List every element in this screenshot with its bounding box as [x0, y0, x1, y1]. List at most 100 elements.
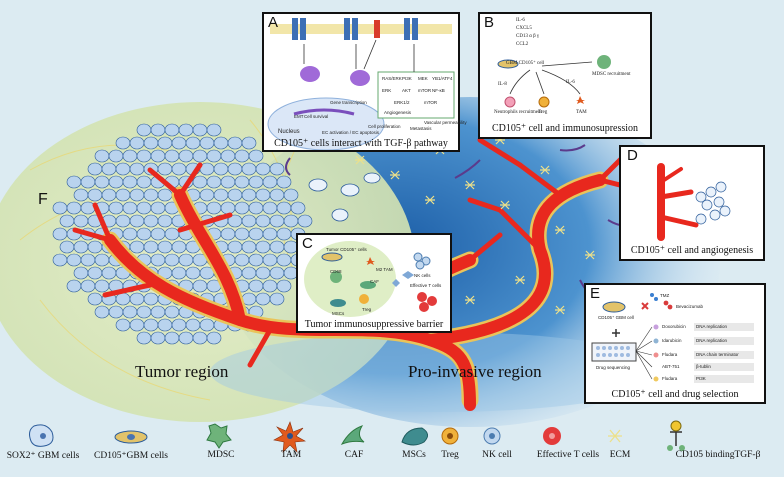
tumor-cell	[150, 253, 166, 267]
tumor-cell	[115, 188, 131, 202]
tumor-cell	[248, 175, 264, 189]
tumor-cell	[94, 279, 110, 293]
panel-c-title: Tumor immunosuppressive barrier	[304, 319, 444, 330]
tumor-cell	[220, 201, 236, 215]
effect-1: DNA replication	[696, 324, 728, 329]
tumor-cell	[276, 279, 292, 293]
tumor-cell	[157, 318, 173, 332]
tumor-cell	[164, 253, 180, 267]
tumor-cell	[87, 292, 103, 306]
tumor-cell	[157, 240, 173, 254]
tumor-cell	[192, 331, 208, 345]
tumor-cell	[108, 149, 124, 163]
legend-effective-t-icon	[543, 427, 561, 445]
tumor-cell	[87, 188, 103, 202]
panel-d-illustration	[657, 163, 731, 241]
tumor-cell	[255, 188, 271, 202]
tumor-cell	[94, 149, 110, 163]
panel-b: B IL-6 CXCL5 CD13 α β γ CCL2 GBM CD105⁺ …	[478, 12, 652, 139]
m2-tam-label: M2 TAM	[376, 267, 393, 272]
tumor-cell	[150, 123, 166, 137]
tumor-cell	[297, 214, 313, 228]
cd68-label: CD68	[330, 269, 342, 274]
ecm-marker	[555, 305, 565, 315]
tumor-cell	[66, 175, 82, 189]
tumor-cell	[248, 253, 264, 267]
tumor-cell	[136, 305, 152, 319]
tumor-cell	[171, 162, 187, 176]
effect-3: DNA chain terminator	[696, 352, 739, 357]
tumor-cell	[136, 227, 152, 241]
tumor-cell	[101, 188, 117, 202]
tumor-cell	[129, 188, 145, 202]
tumor-cell	[178, 331, 194, 345]
tumor-cell	[178, 149, 194, 163]
panel-a-illustration	[267, 18, 455, 150]
tumor-cell	[73, 214, 89, 228]
cytokine-3: CD13 α β γ	[516, 34, 540, 39]
ecm-marker	[425, 195, 435, 205]
tumor-cell	[241, 240, 257, 254]
tumor-cell	[255, 162, 271, 176]
tumor-cell	[136, 149, 152, 163]
metastasis-label: Metastasis	[410, 126, 432, 131]
tumor-cell	[80, 253, 96, 267]
tumor-cell	[220, 175, 236, 189]
nk-cells-label: NK cells	[414, 273, 431, 278]
tumor-cell	[115, 162, 131, 176]
tumor-cell	[262, 175, 278, 189]
mdsc-recruitment-label: MDSC recruitment	[592, 72, 631, 77]
tumor-cell	[52, 201, 68, 215]
legend-ecm-icon	[608, 429, 622, 443]
tmz-label: TMZ	[660, 293, 670, 298]
panel-c-illustration	[304, 241, 437, 317]
tumor-cell	[157, 214, 173, 228]
tumor-cell	[157, 188, 173, 202]
caf-label: CAF	[370, 279, 379, 284]
legend-label-sox2: SOX2⁺ GBM cells	[6, 451, 80, 461]
cytokine-1: IL-6	[516, 18, 525, 23]
invasive-cells	[308, 172, 381, 222]
tumor-cell	[220, 149, 236, 163]
panel-d-letter: D	[627, 147, 638, 164]
tam-label: TAM	[576, 110, 587, 115]
tumor-cell	[241, 266, 257, 280]
tumor-cell	[66, 201, 82, 215]
tumor-cell	[80, 175, 96, 189]
tumor-cell	[227, 240, 243, 254]
tumor-cell	[150, 331, 166, 345]
legend-caf-icon	[340, 425, 365, 445]
tumor-cell	[241, 136, 257, 150]
tumor-cell	[255, 240, 271, 254]
panel-b-letter: B	[484, 14, 495, 31]
tumor-cell	[269, 162, 285, 176]
tumor-cell	[178, 253, 194, 267]
tumor-cell	[206, 201, 222, 215]
tumor-cell	[59, 240, 75, 254]
panel-e-title: CD105⁺ cell and drug selection	[611, 389, 739, 400]
tumor-cell	[283, 188, 299, 202]
tumor-cell	[73, 188, 89, 202]
legend-label-ecm: ECM	[609, 450, 631, 460]
cell-survival-label: Cell survival	[304, 114, 329, 119]
tumor-cell	[129, 162, 145, 176]
node-top-1: RAS/ERK	[382, 76, 402, 81]
legend-label-tam: TAM	[280, 450, 302, 460]
panel-b-title: CD105⁺ cell and immunosupression	[491, 123, 639, 134]
node-top-4: YB1/ATF4	[432, 76, 453, 81]
tumor-cell	[122, 227, 138, 241]
tumor-cell	[150, 201, 166, 215]
ecm-marker	[355, 155, 365, 165]
tumor-cell	[164, 227, 180, 241]
tumor-cell	[206, 331, 222, 345]
cytokine-4: CCL2	[516, 42, 529, 47]
lower-zone	[210, 332, 670, 412]
panel-d-title: CD105⁺ cell and angiogenesis	[630, 245, 754, 256]
tumor-cell	[241, 214, 257, 228]
tumor-cell	[87, 162, 103, 176]
tumor-cell	[206, 123, 222, 137]
tumor-cell	[143, 214, 159, 228]
tumor-cell	[192, 175, 208, 189]
ecm-marker	[555, 225, 565, 235]
